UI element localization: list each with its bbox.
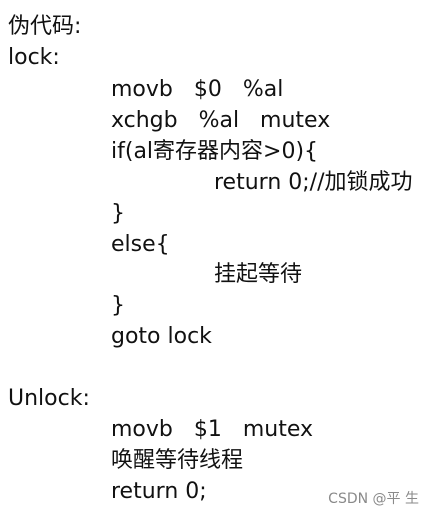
label-unlock: Unlock:	[8, 386, 90, 411]
heading-pseudocode: 伪代码:	[8, 14, 82, 39]
code-line: goto lock	[111, 324, 212, 349]
code-line: 挂起等待	[214, 262, 303, 287]
code-line: xchgb %al mutex	[111, 108, 331, 133]
code-line: return 0;//加锁成功	[214, 170, 413, 195]
code-line: return 0;	[111, 479, 207, 504]
watermark: CSDN @平 生	[328, 491, 419, 507]
code-line: }	[111, 201, 125, 226]
code-line: 唤醒等待线程	[111, 448, 244, 473]
code-line: movb $1 mutex	[111, 417, 313, 442]
code-line: if(al寄存器内容>0){	[111, 139, 319, 164]
code-line: else{	[111, 232, 170, 257]
label-lock: lock:	[8, 45, 60, 70]
code-line: movb $0 %al	[111, 77, 284, 102]
code-line: }	[111, 293, 125, 318]
